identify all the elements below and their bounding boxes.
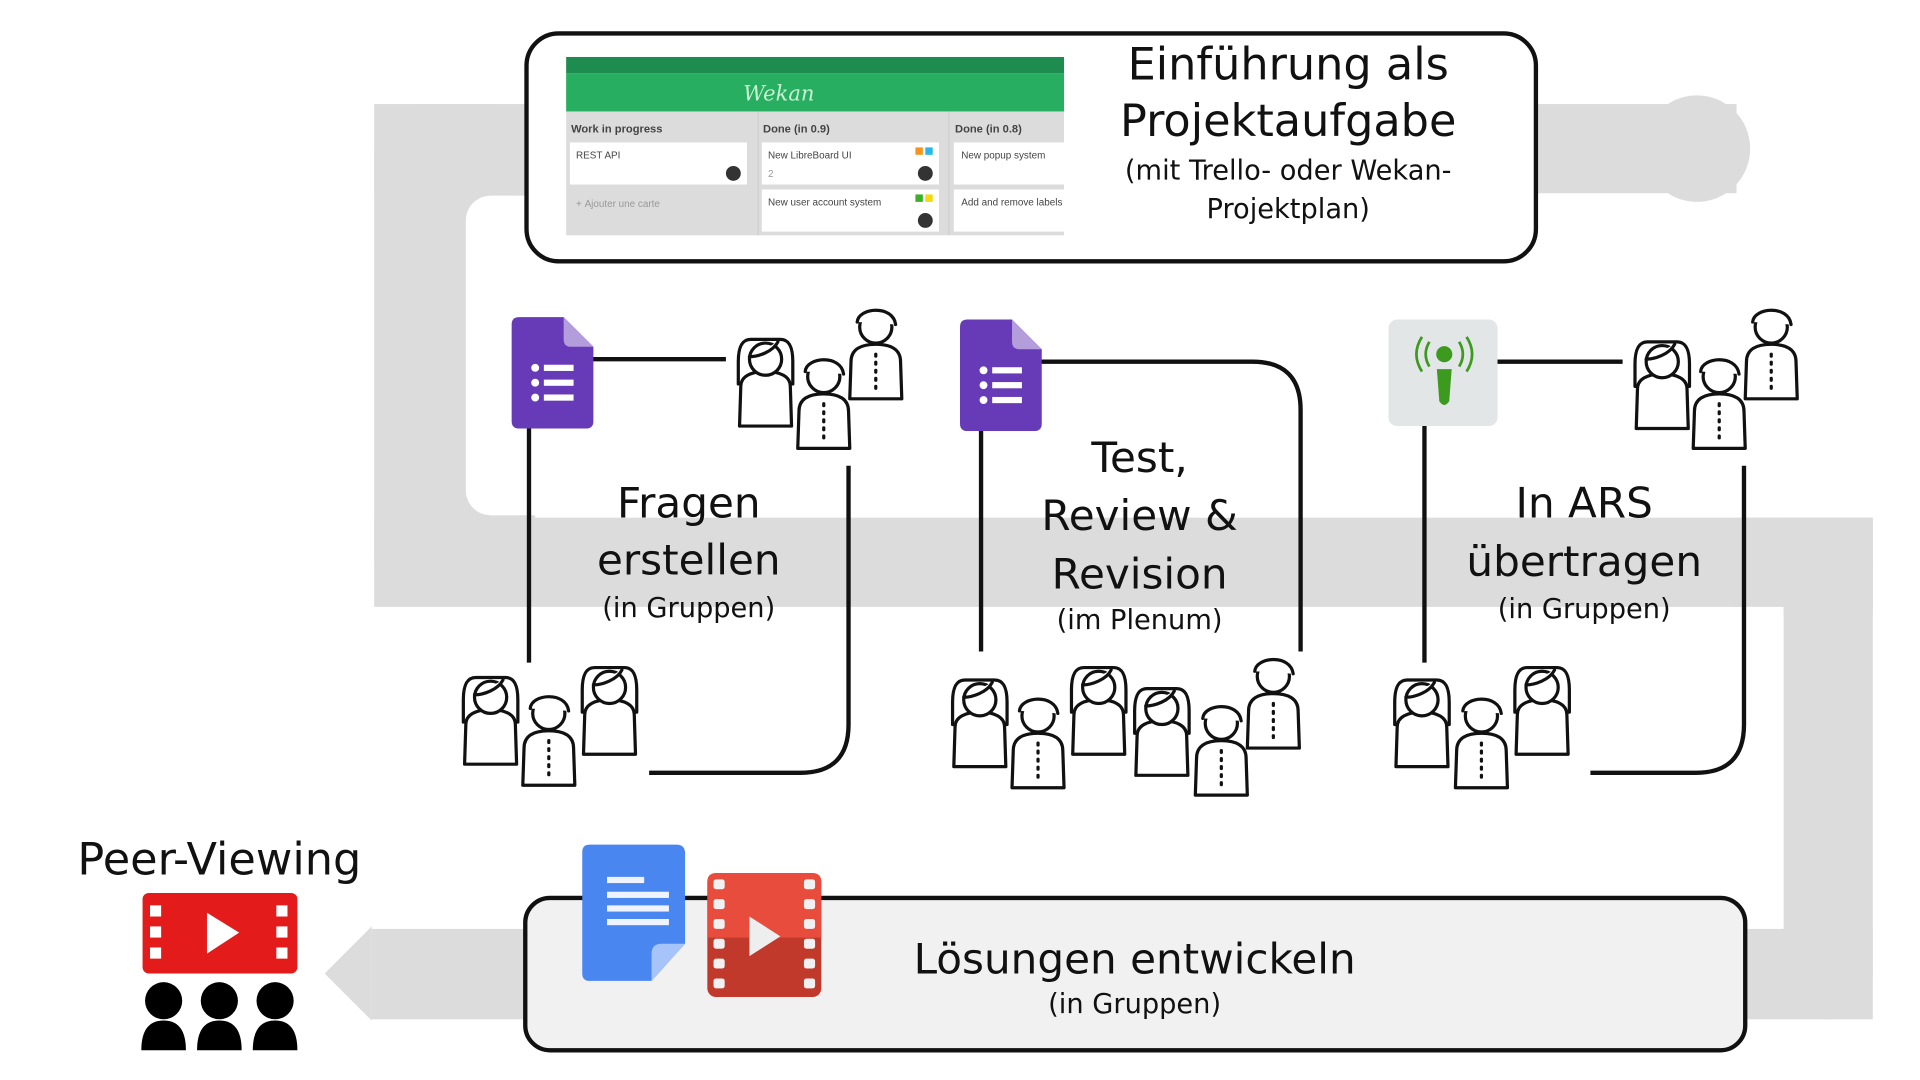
person-icon	[848, 308, 904, 401]
track-middle	[374, 517, 1873, 607]
wekan-column-header: Done (in 0.8)	[955, 124, 1022, 136]
wekan-column-header: Done (in 0.9)	[763, 124, 830, 136]
intro-subtitle-line1: (mit Trello- oder Wekan-	[1125, 156, 1452, 187]
video-file-icon	[707, 873, 822, 998]
wekan-card: New LibreBoard UI	[768, 151, 852, 162]
google-docs-icon	[582, 844, 686, 981]
step-title-line2: übertragen	[1466, 537, 1702, 586]
wekan-column-header: Work in progress	[571, 124, 662, 136]
wekan-card-meta: 2	[768, 169, 774, 180]
person-icon	[461, 675, 520, 766]
step-title-line3: Revision	[1052, 549, 1228, 598]
person-icon	[1010, 697, 1066, 790]
person-icon	[1193, 704, 1249, 797]
step-title-line1: Test,	[1090, 433, 1187, 482]
wekan-screenshot: Wekan Work in progress REST API + Ajoute…	[566, 56, 1065, 236]
step-fragen-erstellen: Fragen erstellen (in Gruppen)	[461, 308, 904, 787]
audience-icon	[141, 982, 298, 1051]
step-in-ars-uebertragen: In ARS übertragen (in Gruppen)	[1388, 308, 1799, 790]
person-icon	[736, 337, 795, 428]
person-icon	[950, 678, 1009, 769]
step-title-line1: Fragen	[617, 479, 761, 528]
person-icon	[521, 695, 577, 787]
solution-title: Lösungen entwickeln	[914, 934, 1356, 983]
person-icon	[1743, 308, 1799, 401]
avatar	[917, 213, 933, 228]
intro-title-line2: Projektaufgabe	[1120, 95, 1456, 147]
step-note: (im Plenum)	[1057, 605, 1223, 636]
intro-box: Wekan Work in progress REST API + Ajoute…	[524, 31, 1539, 264]
step-title-line1: In ARS	[1516, 479, 1653, 528]
wekan-card: New user account system	[768, 198, 881, 209]
google-forms-icon	[511, 317, 594, 429]
peer-viewing-label: Peer-Viewing	[77, 833, 361, 885]
step-test-review-revision: Test, Review & Revision (im Plenum)	[950, 319, 1303, 797]
avatar	[917, 165, 933, 181]
person-icon	[1393, 678, 1451, 769]
person-icon	[1069, 665, 1128, 756]
step-title-line2: Review &	[1041, 491, 1237, 540]
person-icon	[1453, 697, 1510, 790]
track-right	[1783, 517, 1873, 1020]
video-icon	[142, 892, 298, 974]
intro-title-line1: Einführung als	[1128, 38, 1449, 90]
step-note: (in Gruppen)	[1498, 594, 1671, 625]
solution-note: (in Gruppen)	[1048, 989, 1221, 1020]
person-icon	[1133, 687, 1191, 777]
wekan-card: New popup system	[961, 151, 1045, 162]
step-note: (in Gruppen)	[602, 593, 775, 624]
ars-icon	[1388, 319, 1498, 427]
peer-viewing: Peer-Viewing	[77, 833, 361, 1051]
step-title-line2: erstellen	[597, 536, 781, 585]
wekan-add-card: + Ajouter une carte	[576, 199, 660, 210]
solution-box: Lösungen entwickeln (in Gruppen)	[523, 844, 1748, 1053]
track-knob	[1643, 95, 1751, 202]
person-icon	[1633, 340, 1692, 431]
person-icon	[1245, 657, 1301, 750]
person-icon	[1691, 358, 1747, 450]
avatar	[725, 165, 741, 181]
wekan-card: REST API	[576, 151, 620, 162]
person-icon	[796, 358, 852, 450]
wekan-card: Add and remove labels	[961, 198, 1062, 209]
wekan-logo: Wekan	[743, 80, 814, 105]
track-arrow-head	[324, 926, 372, 1021]
intro-subtitle-line2: Projektplan)	[1207, 194, 1370, 225]
google-forms-icon	[960, 319, 1042, 432]
person-icon	[1513, 665, 1571, 756]
person-icon	[580, 665, 639, 756]
